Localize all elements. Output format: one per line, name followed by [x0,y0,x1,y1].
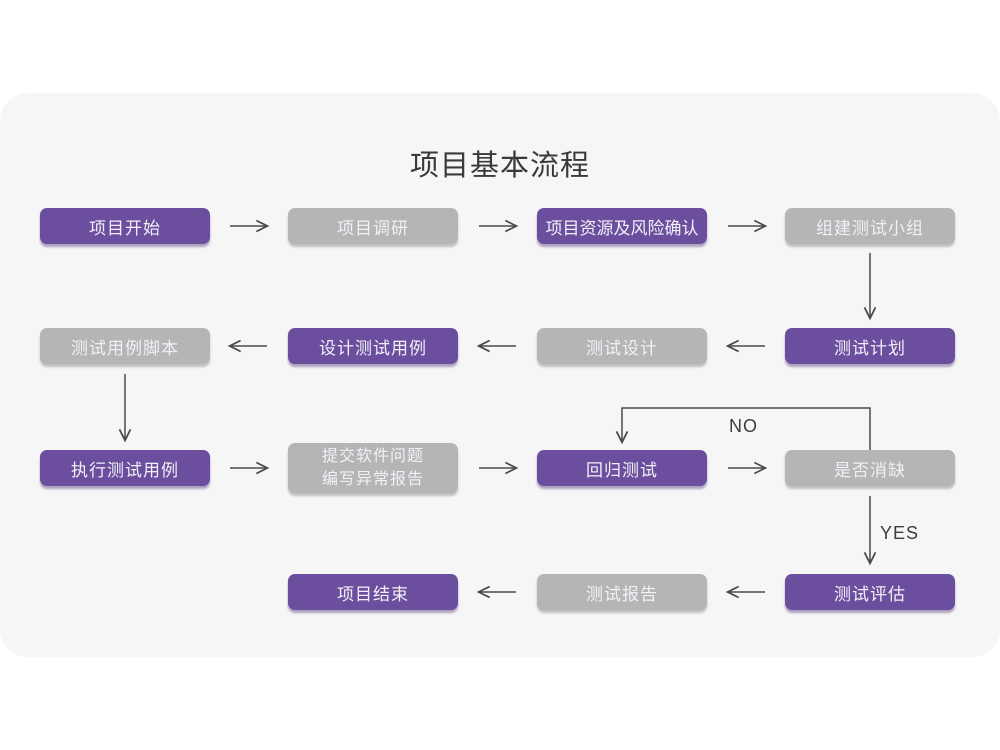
page-title: 项目基本流程 [409,150,590,182]
edge-label-yes: YES [880,523,920,543]
edge-label-no: NO [729,416,758,436]
node-regression-test: 回归测试 [537,450,707,486]
node-test-case-scripts: 测试用例脚本 [40,328,210,364]
node-resource-risk-confirm: 项目资源及风险确认 [537,208,707,244]
flowchart-card-background [0,93,1000,657]
node-test-plan: 测试计划 [785,328,955,364]
node-test-report: 测试报告 [537,574,707,610]
node-project-start: 项目开始 [40,208,210,244]
node-project-end: 项目结束 [288,574,458,610]
node-test-evaluation: 测试评估 [785,574,955,610]
node-project-research: 项目调研 [288,208,458,244]
node-defect-cleared: 是否消缺 [785,450,955,486]
node-submit-issues-report: 提交软件问题 编写异常报告 [288,443,458,493]
node-submit-issues-line1: 提交软件问题 [321,448,424,465]
node-design-test-cases: 设计测试用例 [288,328,458,364]
node-execute-test-cases: 执行测试用例 [40,450,210,486]
node-submit-issues-line2: 编写异常报告 [321,471,424,488]
node-build-test-team: 组建测试小组 [785,208,955,244]
node-test-design: 测试设计 [537,328,707,364]
